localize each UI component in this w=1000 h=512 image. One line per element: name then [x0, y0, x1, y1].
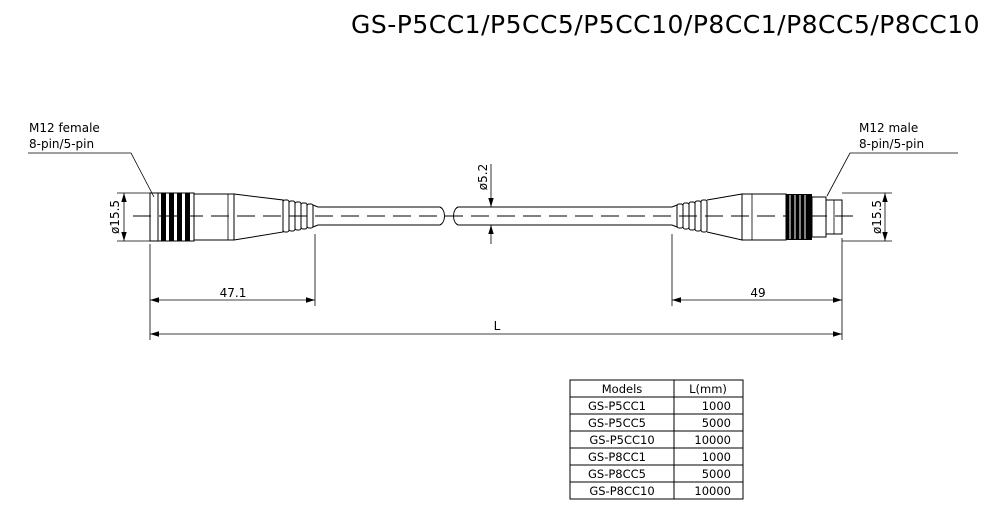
- cable-diameter-dimension: ø5.2: [476, 164, 500, 244]
- table-cell-model: GS-P5CC10: [589, 433, 654, 447]
- left-connector-label-1: M12 female: [29, 121, 100, 135]
- total-length-label: L: [494, 319, 501, 333]
- right-length-label: 49: [750, 286, 765, 300]
- drawing-title: GS-P5CC1/P5CC5/P5CC10/P8CC1/P8CC5/P8CC10: [351, 10, 980, 39]
- right-connector: [671, 193, 843, 241]
- left-diameter-label: ø15.5: [108, 200, 122, 234]
- models-table: Models L(mm) GS-P5CC1 1000 GS-P5CC5 5000…: [569, 379, 744, 500]
- left-connector-leader: [28, 152, 155, 198]
- table-cell-model: GS-P5CC1: [588, 399, 646, 413]
- right-connector-label-2: 8-pin/5-pin: [859, 137, 924, 151]
- table-cell-model: GS-P5CC5: [588, 416, 646, 430]
- table-cell-length: 10000: [694, 433, 731, 447]
- table-cell-model: GS-P8CC5: [588, 467, 646, 481]
- length-dimensions: 47.1 49 L: [149, 234, 843, 340]
- table-header-models: Models: [602, 382, 643, 396]
- cable-diameter-label: ø5.2: [476, 164, 490, 190]
- left-connector: [149, 192, 319, 242]
- right-connector-label-1: M12 male: [859, 121, 918, 135]
- table-cell-length: 1000: [702, 399, 731, 413]
- table-cell-length: 1000: [702, 450, 731, 464]
- table-cell-model: GS-P8CC10: [589, 484, 654, 498]
- table-cell-length: 10000: [694, 484, 731, 498]
- left-diameter-dimension: ø15.5: [108, 192, 150, 242]
- left-length-label: 47.1: [220, 286, 247, 300]
- left-connector-label-2: 8-pin/5-pin: [29, 137, 94, 151]
- right-diameter-label: ø15.5: [870, 200, 884, 234]
- right-diameter-dimension: ø15.5: [842, 192, 892, 242]
- table-header-length: L(mm): [689, 382, 727, 396]
- right-connector-leader: [826, 152, 958, 197]
- table-cell-model: GS-P8CC1: [588, 450, 646, 464]
- table-cell-length: 5000: [702, 467, 731, 481]
- table-cell-length: 5000: [702, 416, 731, 430]
